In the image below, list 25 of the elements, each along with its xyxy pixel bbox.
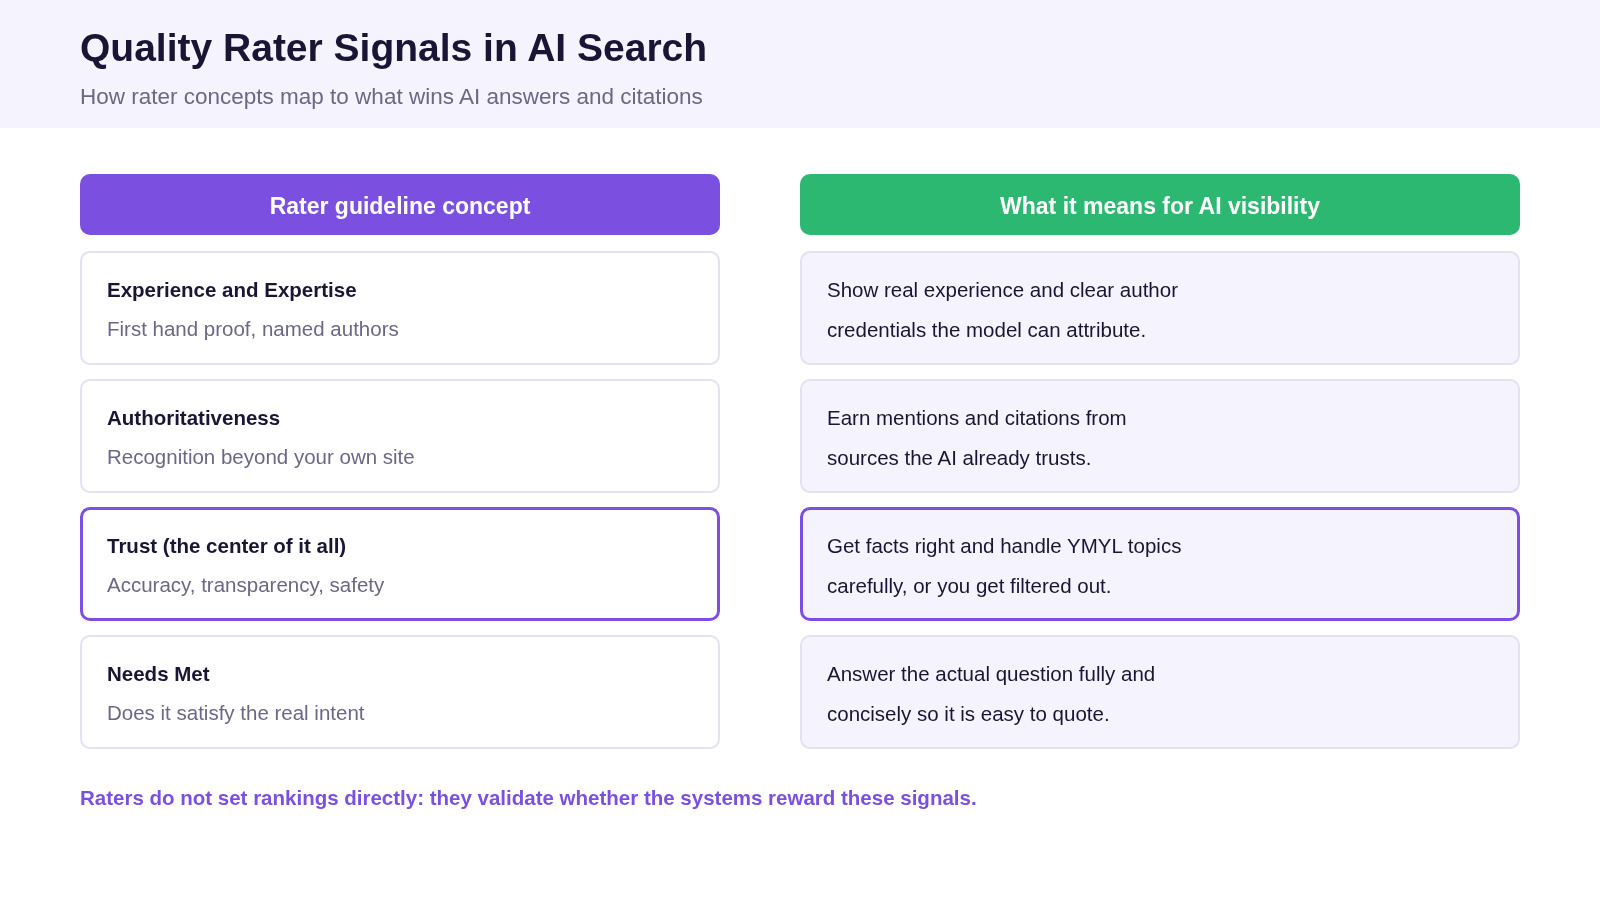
concept-card (80, 379, 720, 493)
card-heading: Trust (the center of it all) (107, 533, 347, 559)
concept-card (80, 507, 720, 621)
card-description: Accuracy, transparency, safety (107, 572, 385, 598)
column-header: What it means for AI visibility (800, 174, 1520, 235)
column-header: Rater guideline concept (80, 174, 720, 235)
card-text: Show real experience and clear author credentials the model can attribute. (827, 277, 1179, 343)
card-heading: Authoritativeness (107, 405, 281, 431)
card-text: Earn mentions and citations from sources the AI already trusts. (827, 405, 1128, 471)
card-description: First hand proof, named authors (107, 316, 399, 342)
card-description: Recognition beyond your own site (107, 444, 415, 470)
concept-card (80, 251, 720, 365)
meaning-card (800, 635, 1520, 749)
card-description: Does it satisfy the real intent (107, 700, 365, 726)
card-heading: Experience and Expertise (107, 277, 357, 303)
subtitle: How rater concepts map to what wins AI answers and citations (80, 83, 703, 111)
concept-card (80, 635, 720, 749)
card-heading: Needs Met (107, 661, 210, 687)
card-text: Get facts right and handle YMYL topics carefully, or you get filtered out. (827, 533, 1183, 599)
footnote: Raters do not set rankings directly: they validate whether the systems reward these signals. (80, 785, 977, 811)
meaning-card (800, 507, 1520, 621)
page-title: Quality Rater Signals in AI Search (80, 25, 708, 71)
card-text: Answer the actual question fully and concisely so it is easy to quote. (827, 661, 1157, 727)
meaning-card (800, 251, 1520, 365)
meaning-card (800, 379, 1520, 493)
